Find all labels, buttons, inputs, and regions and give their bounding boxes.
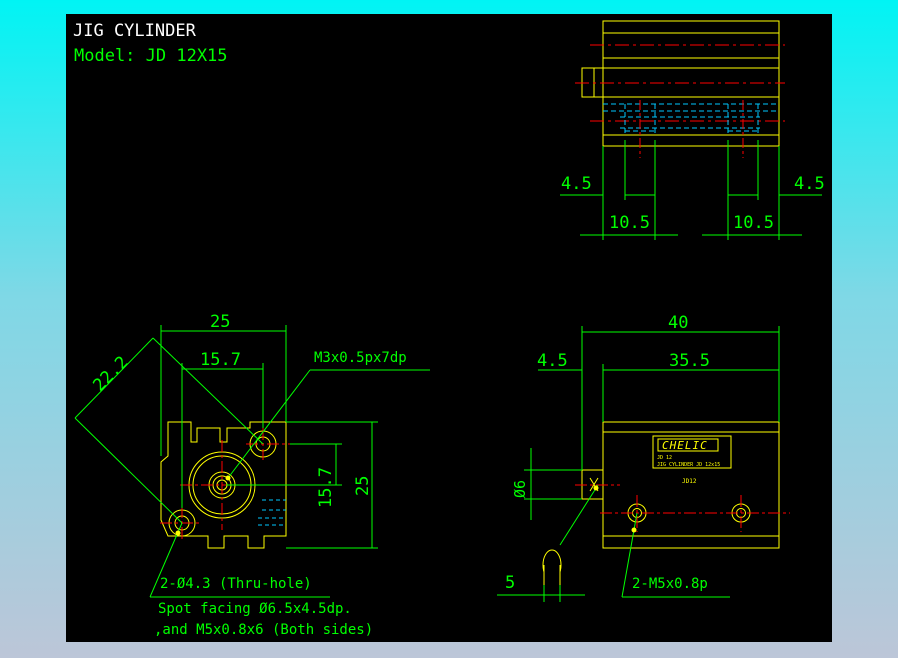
nameplate-line2: JIG CYLINDER JD 12x15 bbox=[657, 462, 720, 468]
dim-front-height: 25 bbox=[353, 476, 373, 496]
note-tap: ,and M5x0.8x6 (Both sides) bbox=[154, 622, 373, 638]
leader-dot bbox=[175, 530, 181, 536]
side-view-dimensions bbox=[497, 326, 780, 602]
drawing-canvas: JIG CYLINDER Model: JD 12X15 bbox=[66, 14, 832, 642]
leader-dot bbox=[631, 527, 637, 533]
dim-top-left-span: 10.5 bbox=[609, 213, 650, 233]
dim-side-rod-dia: Ø6 bbox=[511, 480, 529, 498]
front-view-centerlines bbox=[160, 428, 290, 540]
dim-side-rod-tip: 5 bbox=[505, 573, 515, 593]
nameplate-line1: JD 12 bbox=[657, 455, 672, 461]
dim-side-total-length: 40 bbox=[668, 313, 688, 333]
leader-dot bbox=[593, 485, 599, 491]
note-port: 2-M5x0.8p bbox=[632, 576, 708, 592]
dim-side-rod-ext: 4.5 bbox=[537, 351, 568, 371]
drawing-title: JIG CYLINDER bbox=[73, 21, 197, 41]
dim-top-right-offset: 4.5 bbox=[794, 174, 825, 194]
note-thread: M3x0.5px7dp bbox=[314, 350, 407, 366]
front-view-dimensions bbox=[74, 325, 430, 598]
dim-side-body-length: 35.5 bbox=[669, 351, 710, 371]
side-view: CHELIC JD 12 JIG CYLINDER JD 12x15 JD12 bbox=[542, 421, 790, 599]
front-view-profile bbox=[160, 421, 287, 549]
dim-front-width: 25 bbox=[210, 312, 230, 332]
front-view-hidden-port bbox=[258, 499, 286, 526]
nameplate bbox=[652, 435, 732, 469]
dim-top-right-span: 10.5 bbox=[733, 213, 774, 233]
note-holes: 2-Ø4.3 (Thru-hole) bbox=[160, 576, 312, 592]
drawing-model: Model: JD 12X15 bbox=[74, 46, 228, 66]
dim-front-inner-width: 15.7 bbox=[200, 350, 241, 370]
nameplate-brand: CHELIC bbox=[662, 439, 708, 452]
rod-tip-mask bbox=[544, 565, 560, 599]
side-view-stamp: JD12 bbox=[682, 478, 697, 485]
note-spot-facing: Spot facing Ø6.5x4.5dp. bbox=[158, 601, 352, 617]
cad-drawing: JIG CYLINDER Model: JD 12X15 bbox=[73, 20, 825, 638]
leader-dot bbox=[225, 475, 231, 481]
dim-front-inner-height: 15.7 bbox=[316, 467, 336, 508]
nameplate-brand-box bbox=[657, 438, 719, 452]
top-view bbox=[575, 20, 785, 158]
dim-top-left-offset: 4.5 bbox=[561, 174, 592, 194]
side-view-centerlines bbox=[575, 484, 790, 532]
dim-front-diagonal: 22.2 bbox=[89, 352, 132, 395]
top-view-hidden-lines bbox=[603, 103, 779, 135]
side-view-rod-mark bbox=[589, 477, 599, 492]
top-view-dimensions bbox=[560, 140, 822, 240]
